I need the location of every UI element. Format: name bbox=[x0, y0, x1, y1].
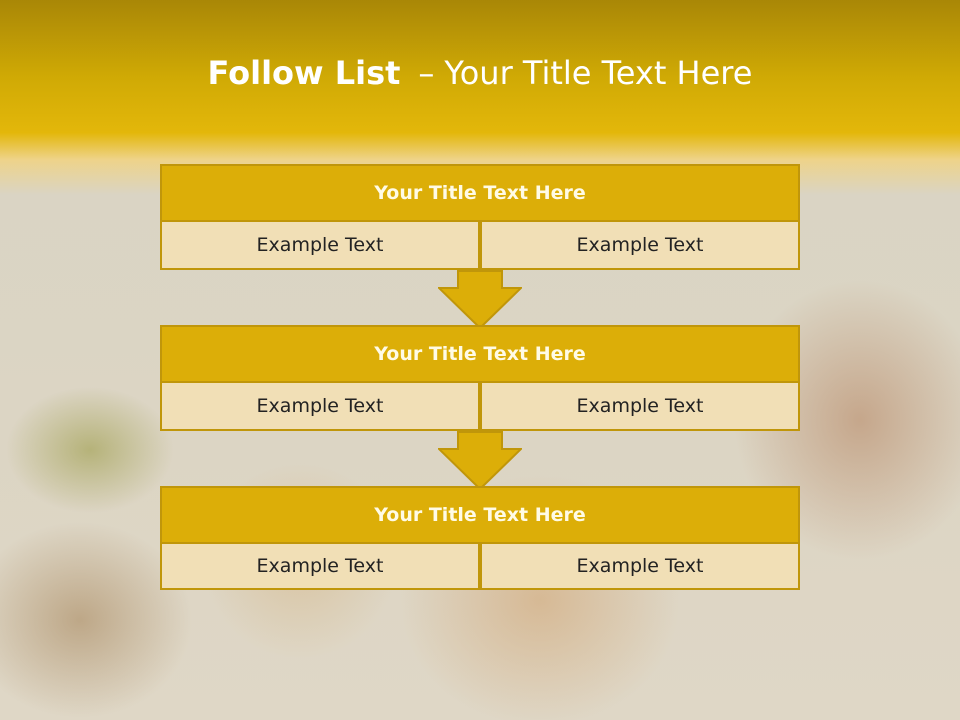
slide-title-rest: Your Title Text Here bbox=[444, 54, 753, 92]
list-block-2: Your Title Text Here Example Text Exampl… bbox=[160, 325, 800, 431]
slide-title-separator: – bbox=[418, 54, 435, 92]
header-band bbox=[0, 0, 960, 195]
block-cell-left[interactable]: Example Text bbox=[160, 381, 480, 431]
slide-title-strong: Follow List bbox=[207, 54, 401, 92]
block-cell-left[interactable]: Example Text bbox=[160, 542, 480, 590]
down-arrow-icon bbox=[438, 431, 522, 491]
block-cell-right[interactable]: Example Text bbox=[480, 542, 800, 590]
block-cell-left[interactable]: Example Text bbox=[160, 220, 480, 270]
block-title[interactable]: Your Title Text Here bbox=[160, 164, 800, 222]
down-arrow-icon bbox=[438, 270, 522, 330]
block-title[interactable]: Your Title Text Here bbox=[160, 325, 800, 383]
list-block-3: Your Title Text Here Example Text Exampl… bbox=[160, 486, 800, 592]
block-title[interactable]: Your Title Text Here bbox=[160, 486, 800, 544]
slide-title: Follow List–Your Title Text Here bbox=[0, 54, 960, 92]
list-block-1: Your Title Text Here Example Text Exampl… bbox=[160, 164, 800, 270]
block-cell-right[interactable]: Example Text bbox=[480, 381, 800, 431]
block-cell-right[interactable]: Example Text bbox=[480, 220, 800, 270]
